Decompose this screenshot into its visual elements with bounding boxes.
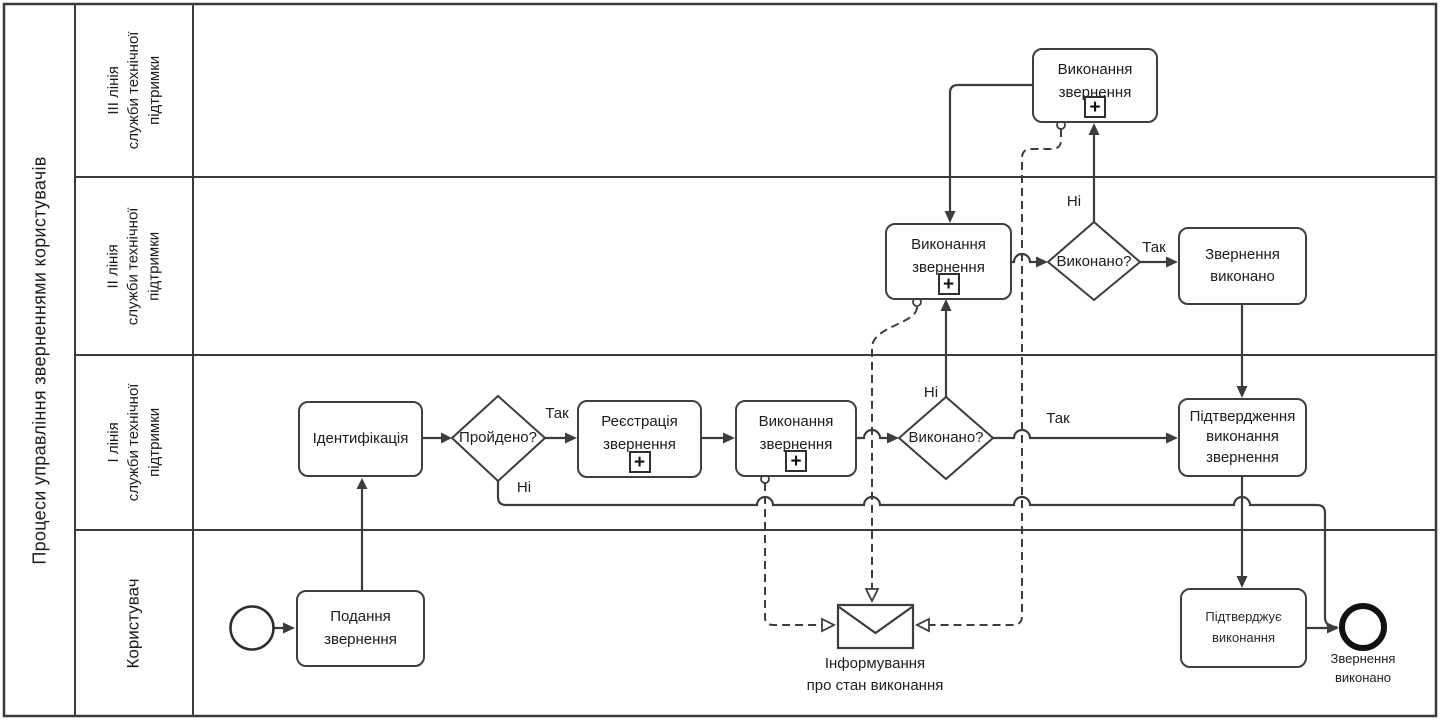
lane-user-cell: Користувач [75, 530, 193, 716]
task-label: Виконання звернення [1057, 61, 1133, 101]
arrowhead-icon [356, 478, 368, 489]
gateway-proideno [450, 394, 547, 483]
open-arrowhead-icon [864, 588, 880, 604]
subprocess-plus-icon: + [937, 273, 960, 295]
gateways [450, 220, 1142, 483]
task-pidtverdzhuie-vykonannia: Підтверджує виконання [1180, 588, 1307, 668]
arrowhead-icon [565, 432, 577, 444]
lane-3-support-cell: III лінія служби технічної підтримки [75, 4, 193, 177]
subprocess-plus-icon: + [1084, 96, 1106, 118]
gateway-vykonano-1 [897, 395, 995, 481]
arrowhead-icon [944, 211, 956, 223]
end-event [1339, 603, 1387, 651]
task-label: Виконання звернення [758, 413, 834, 453]
flow-proideno-ni-return [496, 481, 1337, 629]
arrowhead-icon [1166, 432, 1178, 444]
gateway-label-vykonano-1: Виконано? [908, 429, 984, 446]
arrowheads [283, 123, 1339, 634]
lane-2-support-cell: II лінія служби технічної підтримки [75, 177, 193, 355]
message-flow-line2-to-envelope [871, 306, 918, 589]
gateway-label-vykonano-2: Виконано? [1056, 253, 1132, 270]
message-flows [764, 129, 1062, 626]
task-podannia-zvernennia: Подання звернення [296, 590, 425, 667]
flow-label-ni: Ні [1066, 193, 1082, 210]
message-flow-line3-to-envelope [929, 129, 1062, 626]
message-flow-line1-to-envelope [764, 483, 822, 626]
subprocess-plus-icon: + [785, 450, 807, 472]
start-event [229, 605, 275, 651]
flow-vykonannia1-to-vykonano1 [857, 428, 887, 440]
arrowhead-icon [1036, 256, 1048, 268]
lane-label-line3: III лінія служби технічної підтримки [104, 31, 163, 150]
arrowhead-icon [283, 622, 295, 634]
task-identyfikatsiia: Ідентифікація [298, 401, 423, 477]
open-arrowhead-icon [914, 617, 930, 633]
task-vykonannia-zvernennia-line3: Виконання звернення + [1032, 48, 1158, 123]
task-vykonannia-zvernennia-line1: Виконання звернення + [735, 400, 857, 477]
task-zvernennia-vykonano: Звернення виконано [1178, 227, 1307, 305]
gateway-label-proideno: Пройдено? [459, 429, 537, 446]
message-flow-ends [760, 120, 1066, 633]
flow-vykonannia2-to-vykonano2 [1012, 252, 1036, 264]
flow-label-ni: Ні [923, 384, 939, 401]
lane-label-line2: II лінія служби технічної підтримки [104, 207, 163, 325]
arrowhead-icon [441, 432, 452, 444]
task-label: Реєстрація звернення [601, 413, 678, 453]
flow-vykonano1-tak [993, 428, 1166, 440]
task-label: Виконання звернення [911, 236, 986, 276]
flow-vykonannia3-to-vykonannia2 [948, 83, 1032, 211]
arrowhead-icon [940, 299, 952, 311]
task-label: Подання звернення [324, 608, 397, 648]
pool-title-cell: Процеси управління зверненнями користува… [4, 4, 75, 716]
task-reiestratsiia-zvernennia: Реєстрація звернення + [577, 400, 702, 478]
flow-label-tak: Так [1142, 239, 1166, 256]
task-label: Звернення виконано [1205, 245, 1280, 286]
flow-label-tak: Так [545, 405, 569, 422]
flow-label-tak: Так [1046, 410, 1070, 427]
task-label: Підтвердження виконання звернення [1189, 408, 1296, 466]
arrowhead-icon [1236, 386, 1248, 398]
pool-title: Процеси управління зверненнями користува… [29, 155, 49, 565]
arrowhead-icon [1166, 256, 1178, 268]
arrowhead-icon [1088, 123, 1100, 135]
lane-1-support-cell: I лінія служби технічної підтримки [75, 355, 193, 530]
task-pidtverdzhennia-vykonannia: Підтвердження виконання звернення [1178, 398, 1307, 477]
task-label: Підтверджує виконання [1205, 609, 1282, 645]
lane-label-line1: I лінія служби технічної підтримки [104, 383, 163, 502]
lane-label-user: Користувач [123, 577, 143, 669]
arrowhead-icon [1327, 622, 1339, 634]
flow-label-ni: Ні [516, 479, 532, 496]
task-vykonannia-zvernennia-line2: Виконання звернення + [885, 223, 1012, 300]
sequence-flows [274, 83, 1337, 630]
task-label: Ідентифікація [312, 429, 409, 447]
open-arrowhead-icon [821, 617, 837, 633]
arrowhead-icon [1236, 576, 1248, 588]
message-envelope-icon [836, 603, 915, 650]
gateway-vykonano-2 [1046, 220, 1142, 302]
end-event-caption: Звернення виконано [1330, 651, 1396, 685]
subprocess-plus-icon: + [628, 451, 651, 473]
message-caption: Інформування про стан виконання [806, 655, 944, 694]
arrowhead-icon [723, 432, 735, 444]
arrowhead-icon [887, 432, 899, 444]
